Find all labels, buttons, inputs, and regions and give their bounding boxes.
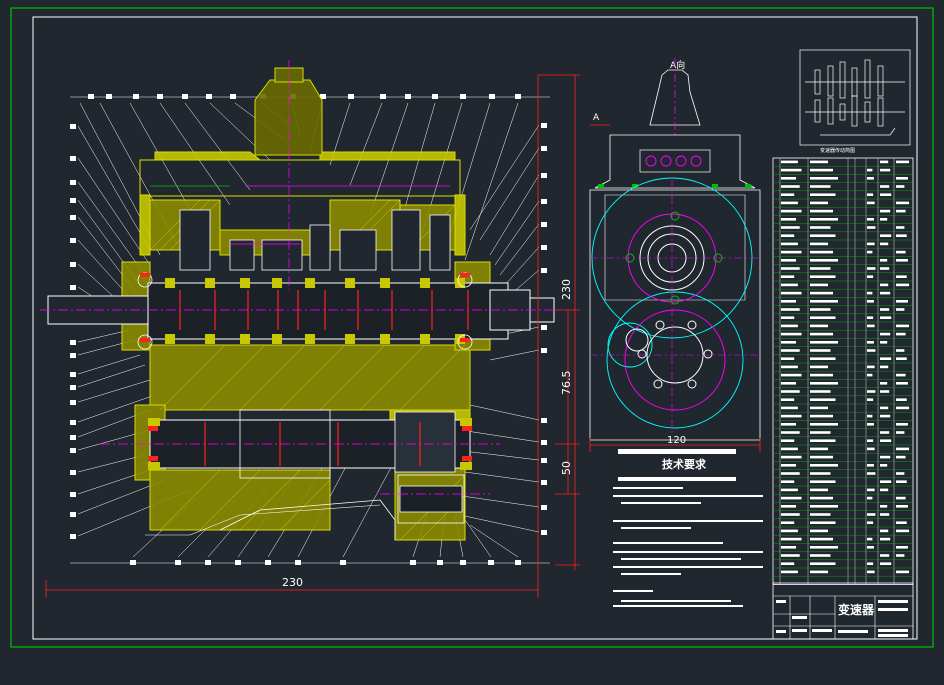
dim-width-side: 120 — [667, 435, 686, 446]
schematic-caption: 变速器传动简图 — [820, 147, 855, 154]
scale-label: A向 — [670, 59, 685, 71]
dim-d1: 76.5 — [560, 371, 573, 396]
dim-width-bottom: 230 — [282, 576, 303, 589]
dim-d2: 50 — [560, 461, 573, 475]
tech-requirements: 技术要求 — [613, 449, 763, 607]
drawing-name: 变速器 — [838, 602, 875, 617]
tech-title: 技术要求 — [662, 457, 707, 471]
inner-frame — [32, 16, 918, 640]
main-section-view: 230 230 76.5 50 — [40, 60, 610, 598]
outer-frame — [10, 7, 934, 648]
title-block: 变速器 — [772, 582, 914, 640]
view-label-a: A — [593, 113, 600, 123]
transmission-schematic: 变速器传动简图 — [799, 49, 911, 154]
parts-list — [772, 157, 914, 585]
main-shaft — [47, 272, 555, 350]
side-view: A A向 — [589, 58, 761, 452]
dim-height-right: 230 — [560, 279, 573, 300]
